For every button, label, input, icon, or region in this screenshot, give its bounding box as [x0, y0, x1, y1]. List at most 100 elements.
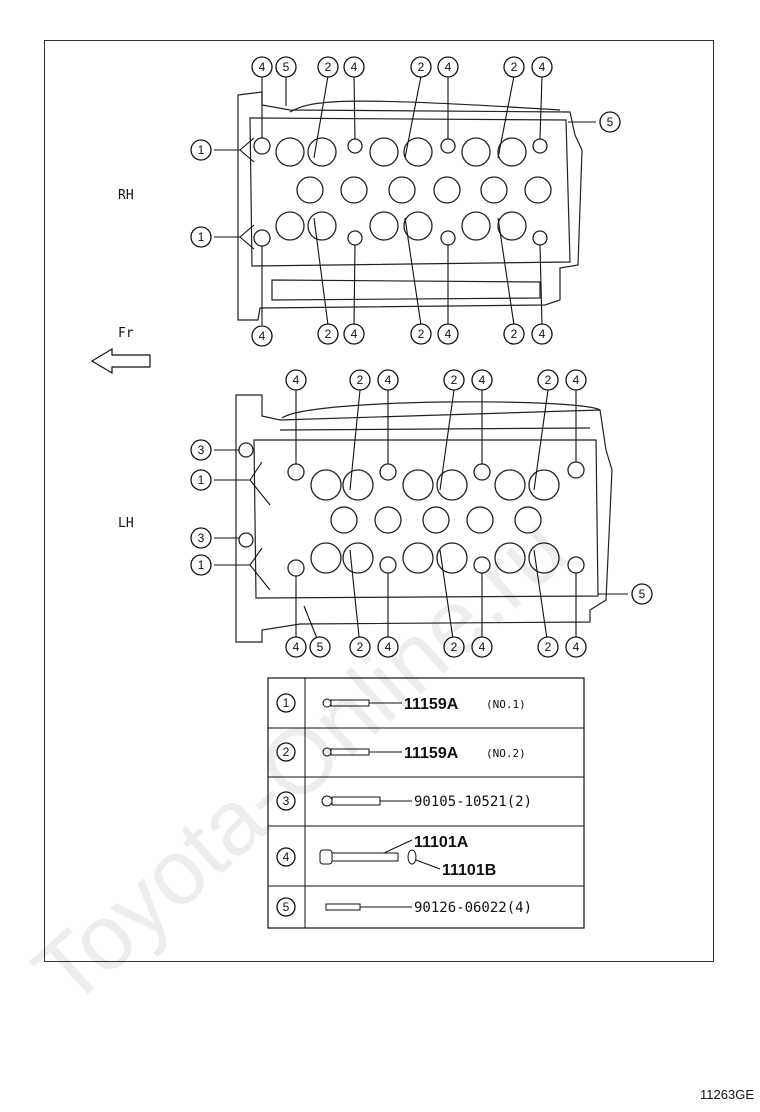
callout-4: 4 [251, 325, 273, 347]
svg-text:2: 2 [545, 373, 552, 387]
callout-1: 1 [190, 554, 212, 576]
svg-text:2: 2 [325, 60, 332, 74]
stud-icon [325, 903, 361, 911]
legend-num-2: 2 [283, 745, 290, 759]
legend-num-1: 1 [283, 696, 290, 710]
diagram-frame [44, 40, 714, 962]
svg-text:2: 2 [545, 640, 552, 654]
svg-text:1: 1 [198, 230, 205, 244]
legend-callout-1 [276, 693, 296, 713]
legend-part-1: 11159A [404, 696, 459, 713]
callout-4: 4 [343, 56, 365, 78]
callout-4: 4 [251, 56, 273, 78]
rh-cylinder-head [214, 75, 596, 326]
svg-text:4: 4 [259, 60, 266, 74]
callout-4: 4 [471, 636, 493, 658]
lh-label: LH [118, 516, 134, 531]
rh-label: RH [118, 188, 134, 203]
svg-text:5: 5 [639, 587, 646, 601]
svg-text:1: 1 [198, 558, 205, 572]
callout-2: 2 [503, 323, 525, 345]
callout-1: 1 [190, 139, 212, 161]
svg-text:2: 2 [511, 60, 518, 74]
legend-num-5: 5 [283, 900, 290, 914]
svg-text:2: 2 [357, 373, 364, 387]
callout-4: 4 [437, 323, 459, 345]
svg-text:4: 4 [573, 373, 580, 387]
legend-callout-4 [276, 847, 296, 867]
svg-text:4: 4 [293, 640, 300, 654]
callout-2: 2 [317, 323, 339, 345]
legend-num-3: 3 [283, 794, 290, 808]
svg-text:4: 4 [573, 640, 580, 654]
parts-legend-table: 1 11159A (NO.1) 2 11159A (NO.2) 3 90105-… [267, 677, 585, 929]
callout-2: 2 [443, 636, 465, 658]
svg-text:3: 3 [198, 531, 205, 545]
svg-text:4: 4 [385, 373, 392, 387]
legend-callout-5 [276, 897, 296, 917]
legend-note-1: (NO.1) [486, 698, 526, 711]
legend-callout-2 [276, 742, 296, 762]
front-arrow-icon [90, 347, 151, 375]
svg-text:4: 4 [259, 329, 266, 343]
svg-text:2: 2 [418, 60, 425, 74]
callout-5: 5 [275, 56, 297, 78]
callout-4: 4 [471, 369, 493, 391]
legend-part-4a: 11101A [414, 834, 469, 851]
legend-callout-3 [276, 791, 296, 811]
svg-text:4: 4 [351, 327, 358, 341]
callout-4: 4 [343, 323, 365, 345]
svg-text:2: 2 [451, 640, 458, 654]
callout-5: 5 [309, 636, 331, 658]
callout-4: 4 [531, 323, 553, 345]
callout-3: 3 [190, 439, 212, 461]
svg-text:3: 3 [198, 443, 205, 457]
svg-text:4: 4 [479, 640, 486, 654]
svg-text:4: 4 [539, 327, 546, 341]
callout-4: 4 [565, 369, 587, 391]
svg-text:4: 4 [445, 327, 452, 341]
callout-4: 4 [437, 56, 459, 78]
callout-2: 2 [349, 369, 371, 391]
callout-2: 2 [410, 323, 432, 345]
callout-2: 2 [410, 56, 432, 78]
diagram-code: 11263GE [700, 1087, 754, 1102]
bolt-icon [322, 747, 370, 757]
legend-part-3: 90105-10521(2) [414, 794, 532, 810]
svg-text:4: 4 [293, 373, 300, 387]
callout-4: 4 [531, 56, 553, 78]
svg-text:4: 4 [385, 640, 392, 654]
bolt-icon [322, 698, 370, 708]
svg-text:4: 4 [479, 373, 486, 387]
callout-2: 2 [537, 636, 559, 658]
callout-3: 3 [190, 527, 212, 549]
callout-2: 2 [349, 636, 371, 658]
svg-text:4: 4 [445, 60, 452, 74]
legend-part-4b: 11101B [442, 862, 496, 879]
callout-1: 1 [190, 226, 212, 248]
svg-text:1: 1 [198, 473, 205, 487]
callout-5: 5 [631, 583, 653, 605]
callout-4: 4 [565, 636, 587, 658]
callout-2: 2 [503, 56, 525, 78]
callout-2: 2 [537, 369, 559, 391]
callout-4: 4 [285, 369, 307, 391]
callout-1: 1 [190, 469, 212, 491]
svg-text:2: 2 [451, 373, 458, 387]
svg-text:2: 2 [511, 327, 518, 341]
svg-text:5: 5 [317, 640, 324, 654]
callout-2: 2 [317, 56, 339, 78]
legend-note-2: (NO.2) [486, 747, 526, 760]
svg-text:1: 1 [198, 143, 205, 157]
svg-text:2: 2 [418, 327, 425, 341]
legend-num-4: 4 [283, 850, 290, 864]
lh-cylinder-head [214, 389, 628, 647]
svg-text:2: 2 [357, 640, 364, 654]
svg-text:2: 2 [325, 327, 332, 341]
front-label: Fr [118, 326, 134, 341]
head-bolt-icon [319, 849, 417, 865]
callout-5: 5 [599, 111, 621, 133]
bolt-icon [321, 795, 381, 807]
